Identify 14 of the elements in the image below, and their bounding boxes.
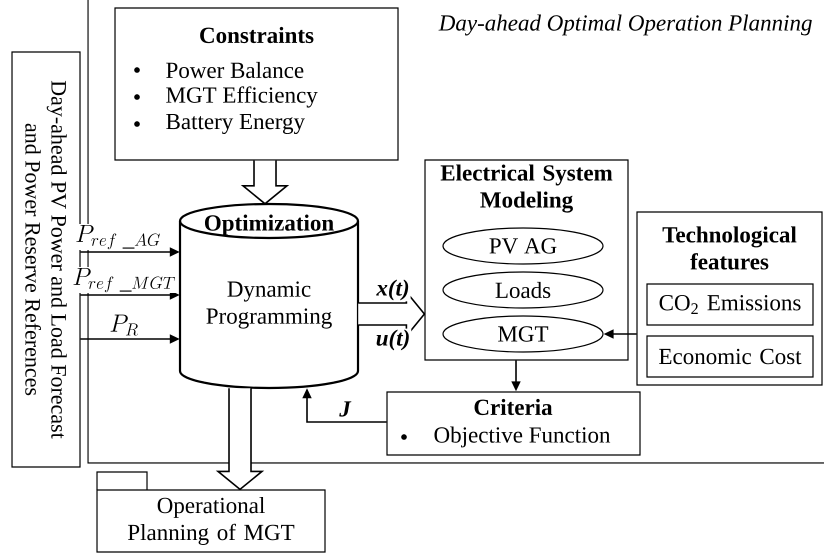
edge-label: $P_{ref\ \_MGT}$ [71, 266, 177, 294]
edge-label: x(t) [375, 278, 411, 302]
feature-box: CO$_{2}$ Emissions [646, 283, 814, 326]
output-box: Operational Planning of MGT [96, 471, 326, 553]
edge-label: $P_{R}$ [108, 314, 140, 336]
block-arrow [216, 387, 264, 490]
criteria-box: Criteria Objective Function [386, 391, 641, 456]
edge-label: $P_{ref\ \_AG}$ [74, 224, 162, 250]
edge-label: J [338, 400, 352, 418]
block-arrow [240, 160, 290, 205]
optimization-cylinder: Optimization Dynamic Programming [178, 202, 360, 390]
edge-label: u(t) [374, 328, 412, 352]
feature-box: Economic Cost [646, 335, 814, 378]
constraints-box: Constraints Power Balance MGT Efficiency Battery Energy [114, 7, 399, 161]
